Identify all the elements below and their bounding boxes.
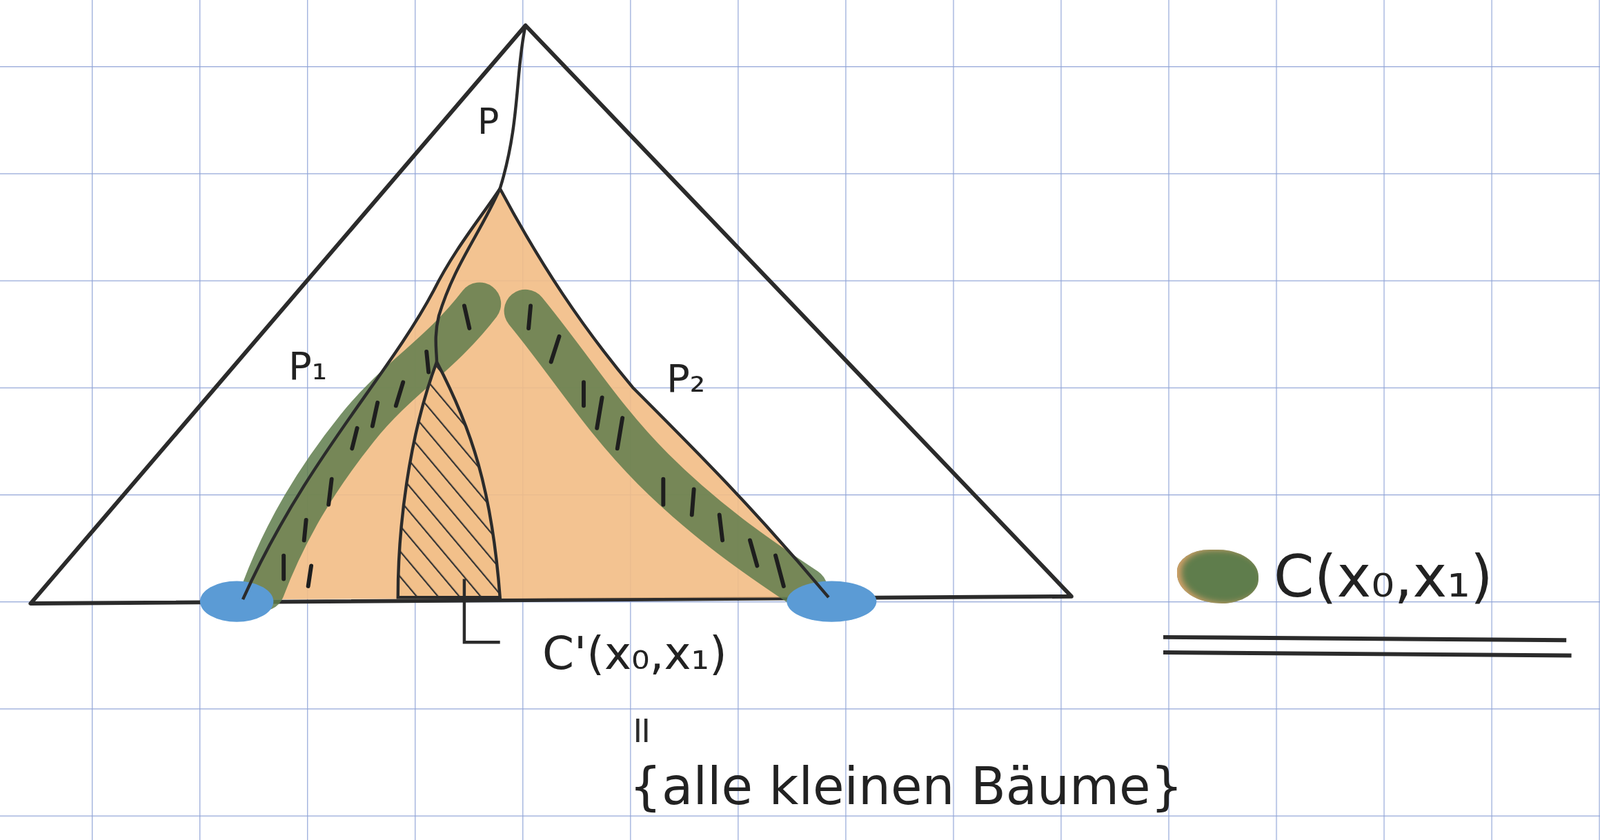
- equals-sign: [637, 718, 646, 743]
- path-label: P₂: [666, 357, 706, 401]
- path-line: [500, 25, 526, 190]
- set-label: C'(x₀,x₁): [542, 629, 728, 680]
- hatched-region: [398, 362, 501, 598]
- path-line: [500, 188, 829, 598]
- legend-text: C(x₀,x₁): [1273, 545, 1494, 609]
- tree-triangle: [30, 25, 1072, 604]
- blue-blob: [200, 581, 274, 623]
- path-line: [242, 188, 501, 600]
- legend-swatch: [1177, 549, 1259, 604]
- path-label: P: [477, 102, 499, 142]
- path-label: P₁: [288, 344, 328, 388]
- green-band: [525, 311, 807, 590]
- set-label: {alle kleinen Bäume}: [629, 758, 1184, 815]
- tick-marks: [283, 305, 784, 586]
- legend-row: C(x₀,x₁): [1177, 545, 1494, 609]
- double-underline: [1163, 637, 1572, 657]
- blue-blob: [786, 581, 877, 623]
- leader-line: [464, 579, 501, 644]
- path-line: [436, 188, 501, 362]
